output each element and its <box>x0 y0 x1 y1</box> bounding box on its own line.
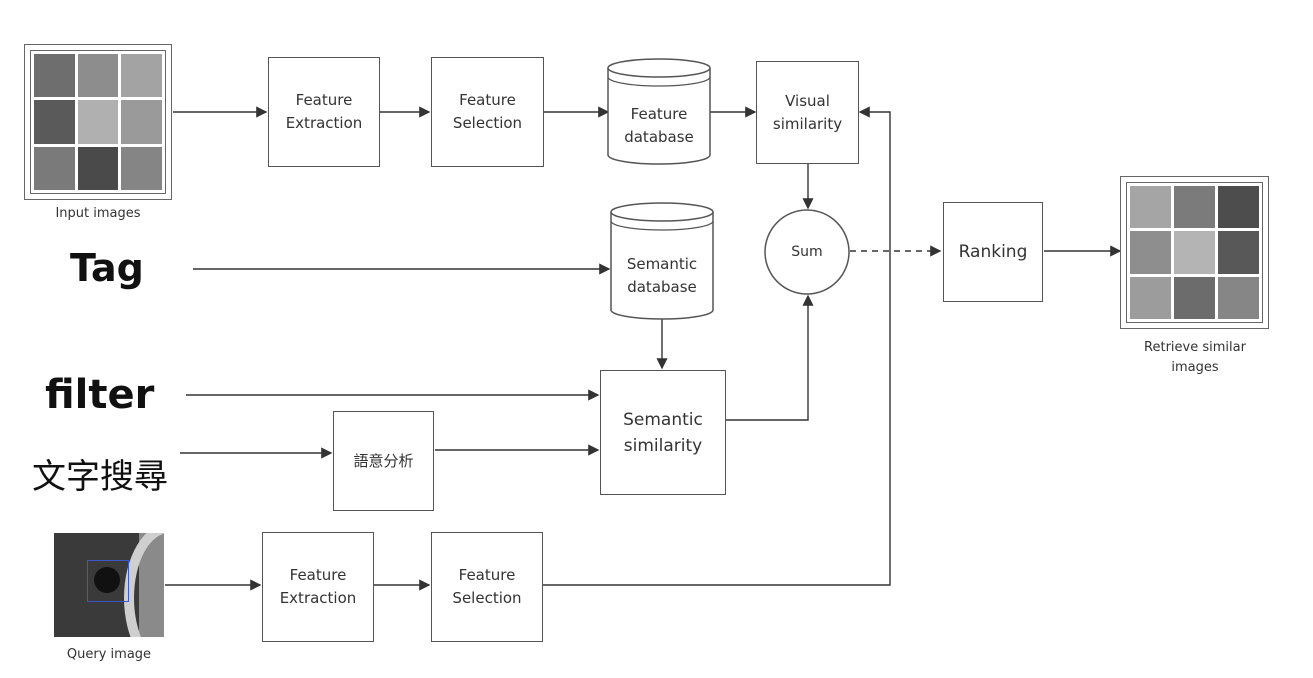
feature-database-cylinder <box>607 58 711 165</box>
feature-selection-top-label: Feature Selection <box>452 91 523 132</box>
semantic-database-cylinder <box>610 202 714 320</box>
query-image-rim <box>124 533 164 637</box>
visual-similarity-box: Visual similarity <box>756 61 859 164</box>
retrieved-thumb <box>1218 231 1259 274</box>
input-thumb <box>121 100 162 144</box>
arrow-similarity-to-sum <box>726 294 814 421</box>
query-lesion <box>94 567 120 593</box>
retrieved-thumb <box>1174 231 1215 274</box>
input-thumb <box>121 54 162 98</box>
feature-selection-bottom-box: Feature Selection <box>431 532 543 642</box>
ranking-label: Ranking <box>958 241 1028 262</box>
semantic-similarity-label: Semantic similarity <box>623 409 703 456</box>
retrieved-thumb <box>1130 231 1171 274</box>
sum-label: Sum <box>791 244 823 260</box>
retrieved-images-grid <box>1120 176 1269 329</box>
feature-selection-bottom-label: Feature Selection <box>452 566 522 607</box>
filter-label: filter <box>45 372 155 418</box>
text-search-label: 文字搜尋 <box>32 457 168 497</box>
query-highlight-box <box>87 560 129 602</box>
input-images-grid <box>24 44 172 200</box>
feature-extraction-bottom-box: Feature Extraction <box>262 532 374 642</box>
input-thumb <box>77 100 119 144</box>
feature-extraction-top-box: Feature Extraction <box>268 57 380 167</box>
input-images-caption: Input images <box>55 206 141 221</box>
tag-label: Tag <box>70 246 144 290</box>
input-thumb <box>34 54 75 98</box>
feature-extraction-top-label: Feature Extraction <box>285 91 363 132</box>
feature-selection-top-box: Feature Selection <box>431 57 544 167</box>
semantic-similarity-box: Semantic similarity <box>600 370 726 495</box>
query-image-caption: Query image <box>66 647 152 662</box>
retrieved-thumb <box>1174 186 1215 229</box>
feature-database-label: Feature database <box>624 105 694 146</box>
input-thumb <box>121 146 162 190</box>
retrieved-thumb <box>1218 276 1259 319</box>
semantic-database-label: Semantic database <box>626 255 698 296</box>
semantic-analysis-label: 語意分析 <box>353 451 414 470</box>
retrieved-thumb <box>1174 276 1215 319</box>
retrieved-thumb <box>1130 276 1171 319</box>
input-thumb <box>34 100 75 144</box>
retrieved-images-caption: Retrieve similar images <box>1144 340 1246 375</box>
feature-extraction-bottom-label: Feature Extraction <box>279 566 357 607</box>
input-thumb <box>34 146 75 190</box>
input-thumb <box>77 146 119 190</box>
arrow-selection-to-visual <box>543 106 891 586</box>
semantic-analysis-box: 語意分析 <box>333 411 434 511</box>
ranking-box: Ranking <box>943 202 1043 302</box>
query-image <box>54 533 164 637</box>
retrieved-thumb <box>1130 186 1171 229</box>
sum-circle <box>764 209 850 295</box>
input-thumb <box>77 54 119 98</box>
visual-similarity-label: Visual similarity <box>772 91 843 133</box>
retrieved-thumb <box>1218 186 1259 229</box>
